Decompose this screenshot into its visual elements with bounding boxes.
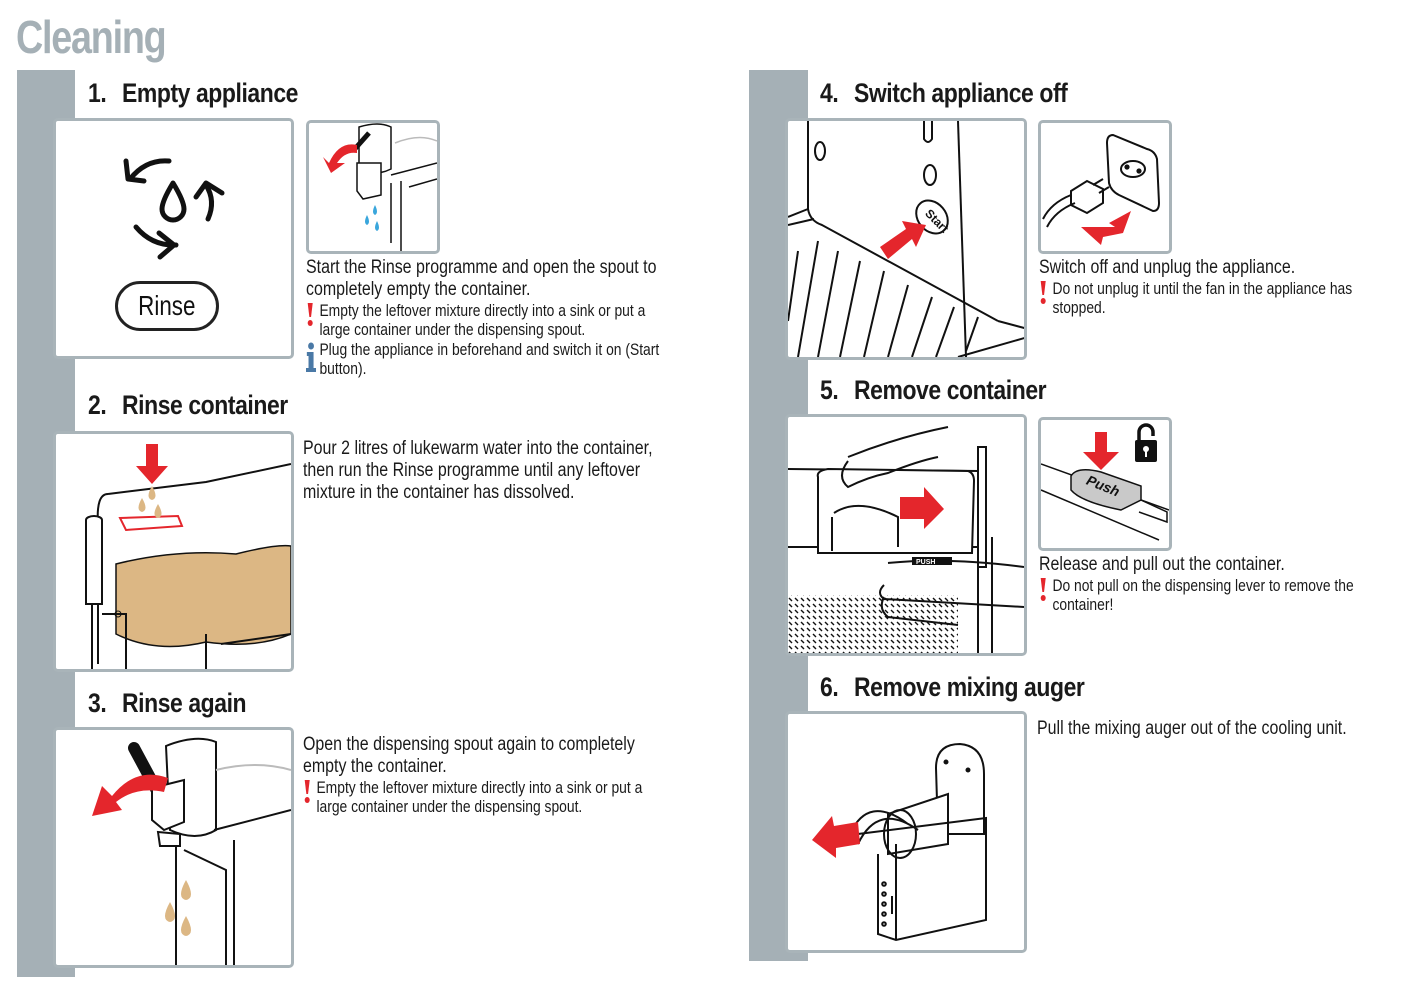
rinse-button: Rinse: [115, 281, 219, 331]
step-number: 6.: [820, 672, 839, 702]
red-arrow-icon: [900, 487, 944, 529]
step-number: 3.: [88, 688, 107, 718]
wall-socket-icon: [1105, 133, 1161, 213]
unplug-illustration: [1038, 120, 1172, 254]
step-title: Rinse container: [122, 390, 288, 420]
step-heading: 4. Switch appliance off: [820, 78, 1068, 109]
info-text: Plug the appliance in beforehand and swi…: [319, 341, 660, 378]
liquid-drops-icon: [138, 486, 162, 518]
red-arrow-icon: [880, 221, 926, 259]
warning-text: Do not pull on the dispensing lever to r…: [1052, 577, 1354, 614]
warning-note: Do not unplug it until the fan in the ap…: [1039, 280, 1409, 318]
warning-text: Empty the leftover mixture directly into…: [319, 302, 646, 339]
info-note: Plug the appliance in beforehand and swi…: [306, 341, 676, 379]
pour-water-illustration: [53, 431, 294, 672]
step-number: 5.: [820, 375, 839, 405]
red-arrow-icon: [812, 816, 860, 858]
step-text: Open the dispensing spout again to compl…: [303, 734, 635, 777]
step-5-description: Release and pull out the container. Do n…: [1039, 554, 1409, 615]
warning-note: Empty the leftover mixture directly into…: [303, 779, 673, 817]
step-heading: 3. Rinse again: [88, 688, 247, 719]
step-heading: 5. Remove container: [820, 375, 1047, 406]
step-title: Rinse again: [122, 688, 247, 718]
step-text: Pour 2 litres of lukewarm water into the…: [303, 438, 653, 503]
pull-out-container-illustration: PUSH: [785, 414, 1027, 656]
warning-text: Do not unplug it until the fan in the ap…: [1052, 280, 1353, 317]
rinse-symbol-panel: Rinse: [53, 118, 294, 359]
step-text: Release and pull out the container.: [1039, 554, 1285, 575]
step-2-description: Pour 2 litres of lukewarm water into the…: [303, 438, 681, 504]
step-1-description: Start the Rinse programme and open the s…: [306, 257, 676, 379]
water-drops-icon: [365, 205, 379, 231]
step-title: Switch appliance off: [854, 78, 1068, 108]
step-heading: 2. Rinse container: [88, 390, 288, 421]
leftover-mixture: [115, 544, 291, 648]
rinse-cycle-icon: [123, 158, 225, 260]
step-text: Switch off and unplug the appliance.: [1039, 257, 1296, 278]
exclamation-icon: [1039, 578, 1049, 602]
open-spout-illustration: [306, 120, 440, 254]
remove-auger-illustration: [785, 711, 1027, 953]
warning-text: Empty the leftover mixture directly into…: [316, 779, 643, 816]
step-text: Pull the mixing auger out of the cooling…: [1037, 718, 1347, 739]
info-icon: [306, 342, 317, 372]
red-arrow-icon: [1083, 432, 1119, 470]
step-text: Start the Rinse programme and open the s…: [306, 257, 657, 300]
step-number: 1.: [88, 78, 107, 108]
unlock-icon: [1135, 423, 1157, 462]
red-arrow-icon: [323, 144, 357, 173]
exclamation-icon: [303, 780, 313, 804]
rinse-button-label: Rinse: [138, 290, 196, 321]
step-number: 4.: [820, 78, 839, 108]
red-arrow-icon: [136, 444, 168, 484]
step-3-description: Open the dispensing spout again to compl…: [303, 734, 673, 817]
start-button-illustration: Start: [785, 118, 1027, 360]
step-6-description: Pull the mixing auger out of the cooling…: [1037, 718, 1407, 740]
step-heading: 1. Empty appliance: [88, 78, 298, 109]
step-heading: 6. Remove mixing auger: [820, 672, 1085, 703]
plug-icon: [1070, 179, 1104, 215]
push-release-illustration: Push: [1038, 417, 1172, 551]
step-4-description: Switch off and unplug the appliance. Do …: [1039, 257, 1409, 318]
page-title: Cleaning: [16, 11, 167, 63]
red-arrow-icon: [1081, 211, 1131, 245]
step-title: Remove container: [854, 375, 1047, 405]
warning-note: Empty the leftover mixture directly into…: [306, 302, 676, 340]
red-arrow-icon: [92, 774, 168, 816]
step-title: Remove mixing auger: [854, 672, 1085, 702]
step-title: Empty appliance: [122, 78, 299, 108]
warning-note: Do not pull on the dispensing lever to r…: [1039, 577, 1409, 615]
exclamation-icon: [1039, 281, 1049, 305]
step-number: 2.: [88, 390, 107, 420]
liquid-drops-icon: [165, 880, 191, 936]
exclamation-icon: [306, 303, 316, 327]
push-label-small: PUSH: [916, 559, 935, 566]
open-spout-again-illustration: [53, 727, 294, 968]
